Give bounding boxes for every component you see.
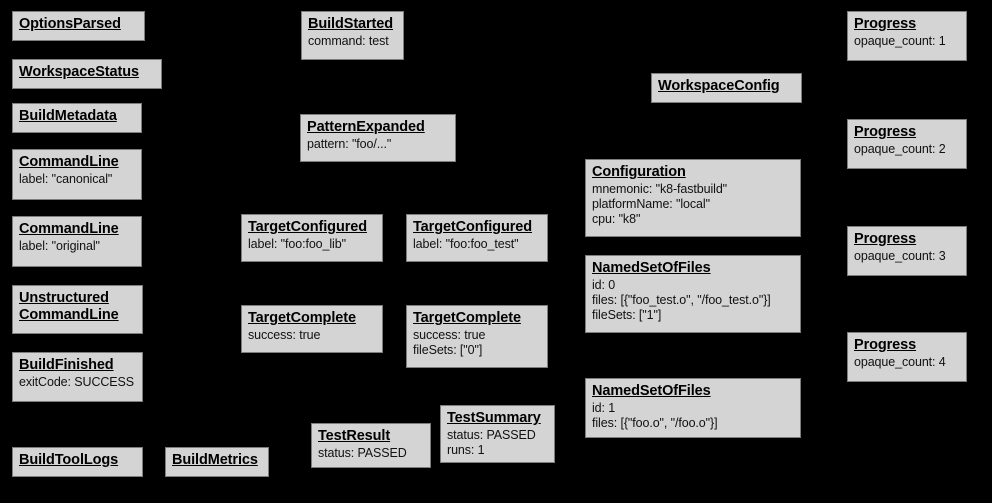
node-field: status: PASSED [447, 428, 536, 442]
node-title: TargetComplete [248, 310, 356, 326]
node-title: OptionsParsed [19, 16, 121, 32]
node-pattern-expanded[interactable]: PatternExpanded pattern: "foo/..." [300, 114, 456, 162]
node-options-parsed[interactable]: OptionsParsed [12, 11, 145, 41]
node-title: BuildStarted [308, 16, 394, 32]
node-fields: status: PASSED [318, 446, 425, 461]
node-target-complete-lib[interactable]: TargetComplete success: true [241, 305, 383, 353]
node-title: TargetConfigured [413, 219, 532, 235]
node-field: opaque_count: 4 [854, 355, 946, 369]
node-title: TargetConfigured [248, 219, 367, 235]
node-test-result[interactable]: TestResult status: PASSED [311, 423, 431, 468]
node-fields: opaque_count: 1 [854, 34, 961, 49]
node-fields: label: "foo:foo_test" [413, 237, 542, 252]
node-unstructured-command-line[interactable]: Unstructured CommandLine [12, 285, 143, 334]
node-field: files: [{"foo.o", "/foo.o"}] [592, 416, 718, 430]
node-title: Progress [854, 337, 917, 353]
node-progress-2[interactable]: Progress opaque_count: 2 [847, 119, 967, 169]
node-title: WorkspaceStatus [19, 64, 139, 80]
node-target-configured-test[interactable]: TargetConfigured label: "foo:foo_test" [406, 214, 548, 262]
node-target-configured-lib[interactable]: TargetConfigured label: "foo:foo_lib" [241, 214, 383, 262]
node-title: Progress [854, 231, 917, 247]
node-command-line-original[interactable]: CommandLine label: "original" [12, 216, 142, 267]
node-field: id: 1 [592, 401, 616, 415]
node-title: WorkspaceConfig [658, 78, 780, 94]
node-field: files: [{"foo_test.o", "/foo_test.o"}] [592, 293, 771, 307]
node-field: runs: 1 [447, 443, 485, 457]
node-build-metadata[interactable]: BuildMetadata [12, 103, 142, 133]
node-build-metrics[interactable]: BuildMetrics [165, 447, 269, 477]
node-field: label: "canonical" [19, 172, 113, 186]
node-field: status: PASSED [318, 446, 407, 460]
node-field: id: 0 [592, 278, 616, 292]
node-fields: mnemonic: "k8-fastbuild"platformName: "l… [592, 182, 795, 227]
node-title: NamedSetOfFiles [592, 383, 711, 399]
node-build-started[interactable]: BuildStarted command: test [301, 11, 404, 60]
node-field: success: true [248, 328, 321, 342]
node-title: NamedSetOfFiles [592, 260, 711, 276]
node-fields: exitCode: SUCCESS [19, 375, 137, 390]
node-fields: success: true [248, 328, 377, 343]
node-fields: opaque_count: 2 [854, 142, 961, 157]
node-fields: label: "canonical" [19, 172, 136, 187]
node-progress-1[interactable]: Progress opaque_count: 1 [847, 11, 967, 61]
node-title: BuildMetadata [19, 108, 117, 124]
node-progress-3[interactable]: Progress opaque_count: 3 [847, 226, 967, 276]
node-progress-4[interactable]: Progress opaque_count: 4 [847, 332, 967, 382]
node-field: platformName: "local" [592, 197, 710, 211]
node-title: CommandLine [19, 154, 119, 170]
node-title: CommandLine [19, 221, 119, 237]
node-title: BuildToolLogs [19, 452, 119, 468]
node-title: TargetComplete [413, 310, 521, 326]
node-title: Configuration [592, 164, 686, 180]
node-fields: pattern: "foo/..." [307, 137, 450, 152]
node-build-tool-logs[interactable]: BuildToolLogs [12, 447, 143, 477]
node-build-finished[interactable]: BuildFinished exitCode: SUCCESS [12, 352, 143, 402]
node-field: label: "foo:foo_lib" [248, 237, 346, 251]
node-fields: label: "foo:foo_lib" [248, 237, 377, 252]
node-field: success: true [413, 328, 486, 342]
node-field: label: "original" [19, 239, 100, 253]
node-title: Progress [854, 124, 917, 140]
node-title: PatternExpanded [307, 119, 425, 135]
node-field: opaque_count: 3 [854, 249, 946, 263]
node-fields: opaque_count: 3 [854, 249, 961, 264]
node-field: opaque_count: 1 [854, 34, 946, 48]
node-title: Unstructured CommandLine [19, 290, 119, 323]
node-field: pattern: "foo/..." [307, 137, 392, 151]
node-field: label: "foo:foo_test" [413, 237, 519, 251]
node-field: mnemonic: "k8-fastbuild" [592, 182, 728, 196]
node-command-line-canonical[interactable]: CommandLine label: "canonical" [12, 149, 142, 200]
node-field: exitCode: SUCCESS [19, 375, 135, 389]
node-title: TestSummary [447, 410, 541, 426]
node-workspace-config[interactable]: WorkspaceConfig [651, 73, 802, 103]
node-workspace-status[interactable]: WorkspaceStatus [12, 59, 162, 89]
node-configuration[interactable]: Configuration mnemonic: "k8-fastbuild"pla… [585, 159, 801, 237]
node-title: TestResult [318, 428, 391, 444]
node-fields: opaque_count: 4 [854, 355, 961, 370]
node-title: BuildFinished [19, 357, 114, 373]
node-field: command: test [308, 34, 389, 48]
node-fields: label: "original" [19, 239, 136, 254]
node-field: fileSets: ["0"] [413, 343, 483, 357]
node-title: Progress [854, 16, 917, 32]
node-fields: command: test [308, 34, 398, 49]
node-field: opaque_count: 2 [854, 142, 946, 156]
node-field: cpu: "k8" [592, 212, 641, 226]
node-title: BuildMetrics [172, 452, 258, 468]
node-field: fileSets: ["1"] [592, 308, 662, 322]
